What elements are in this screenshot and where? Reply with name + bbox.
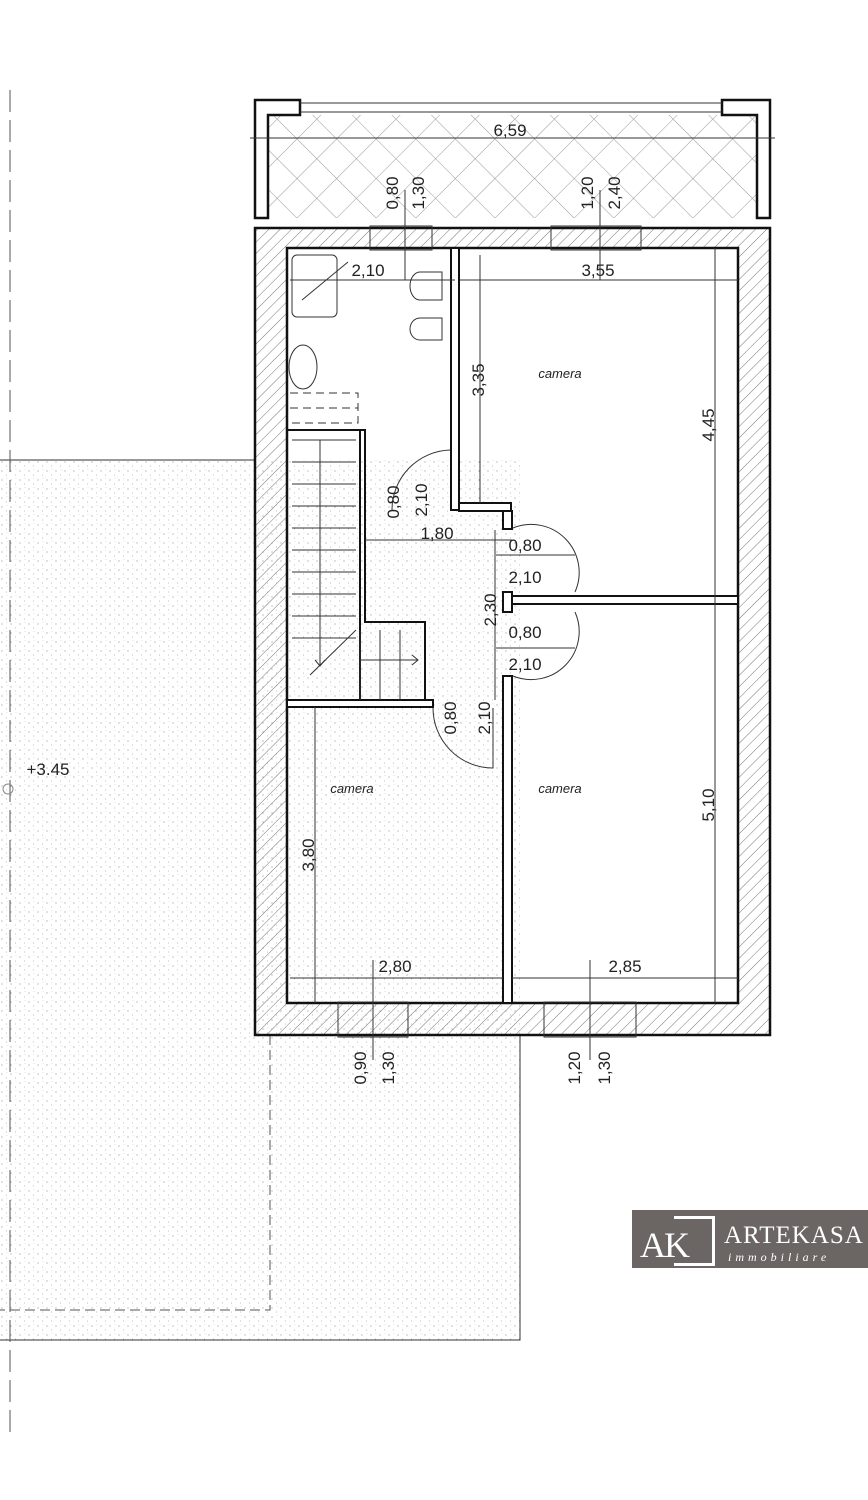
dim-label: 2,10 [412,483,431,516]
room-label-camera-3: camera [538,781,581,796]
dim-label: 3,35 [469,363,488,396]
interior-walls [286,247,739,1004]
dim-label: 1,20 [578,176,597,209]
dimension-labels: 6,59 0,80 1,30 1,20 2,40 2,10 3,55 3,35 … [26,121,718,1085]
room-label-camera-1: camera [538,366,581,381]
dim-label: 0,80 [508,623,541,642]
dim-balcony-width: 6,59 [493,121,526,140]
dim-label: 2,10 [475,701,494,734]
bathroom-fixtures [288,254,443,424]
logo-name: ARTEKASA [724,1222,864,1249]
dim-label: 1,20 [565,1051,584,1084]
dim-label: 1,30 [379,1051,398,1084]
staircase [292,439,419,700]
dim-label: 0,90 [351,1051,370,1084]
balcony [250,98,775,220]
dim-label: 4,45 [699,408,718,441]
dim-label: 2,10 [508,568,541,587]
dim-label: 0,80 [508,536,541,555]
dim-label: 1,30 [409,176,428,209]
dim-label: 0,80 [441,701,460,734]
dim-label: 2,10 [351,261,384,280]
dim-label: 2,40 [605,176,624,209]
logo-frame [674,1216,715,1266]
logo-initials: AK [640,1225,690,1265]
dim-label: 1,30 [595,1051,614,1084]
level-label: +3.45 [26,760,69,779]
room-label-camera-2: camera [330,781,373,796]
dim-label: 3,80 [299,838,318,871]
dim-label: 2,30 [481,593,500,626]
dimension-lines [290,190,738,1060]
dim-label: 0,80 [383,176,402,209]
logo-subtitle: immobiliare [728,1250,831,1264]
room-labels: camera camera camera [330,366,581,796]
dim-label: 5,10 [699,788,718,821]
dim-label: 3,55 [581,261,614,280]
dim-label: 2,85 [608,957,641,976]
doors [391,449,580,769]
dim-label: 2,80 [378,957,411,976]
artekasa-logo: AK ARTEKASA immobiliare [632,1210,868,1268]
dim-label: 2,10 [508,655,541,674]
dim-label: 0,80 [384,485,403,518]
dim-label: 1,80 [420,524,453,543]
